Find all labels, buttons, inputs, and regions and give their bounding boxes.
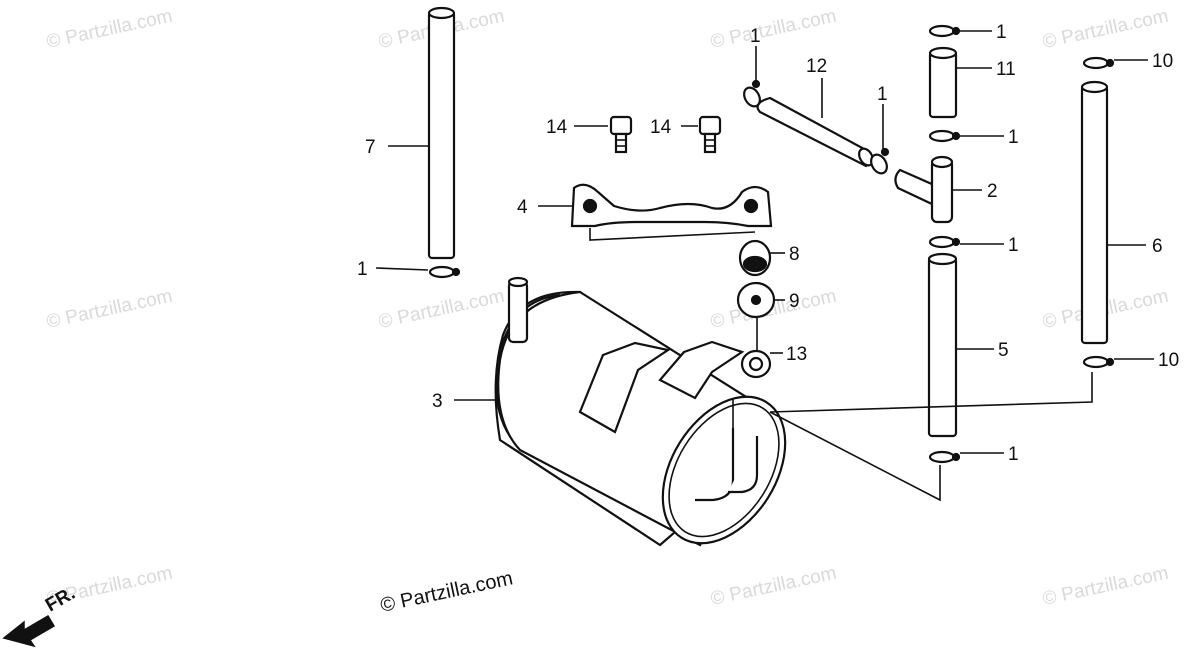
callout-9: 9 <box>789 291 800 312</box>
callout-8: 8 <box>789 244 800 265</box>
callout-12: 12 <box>806 56 827 77</box>
part-joint-2 <box>894 155 954 224</box>
callout-13: 13 <box>786 344 807 365</box>
part-clip <box>928 450 961 464</box>
watermark: © Partzilla.com <box>377 286 507 333</box>
part-rubber-9 <box>736 281 776 319</box>
callout-1: 1 <box>877 84 888 105</box>
watermark: © Partzilla.com <box>709 6 839 53</box>
routing-lines <box>769 372 1093 502</box>
part-clip <box>870 147 890 175</box>
callout-1: 1 <box>1008 235 1019 256</box>
callout-14: 14 <box>546 117 568 138</box>
part-tube-6 <box>1080 80 1109 345</box>
part-bolt-14b <box>698 115 722 154</box>
callout-10: 10 <box>1152 51 1173 72</box>
part-tube-7 <box>427 6 456 260</box>
front-direction-arrow: FR. <box>2 583 79 648</box>
watermark: © Partzilla.com <box>45 286 175 333</box>
callout-3: 3 <box>432 391 443 412</box>
part-clip <box>428 265 461 279</box>
part-clip <box>1082 56 1115 70</box>
part-clip <box>928 235 961 249</box>
part-rubber-8 <box>738 239 772 277</box>
part-bolt-14a <box>609 115 633 154</box>
watermark: © Partzilla.com <box>45 6 175 53</box>
callout-14: 14 <box>650 117 672 138</box>
part-clip <box>1082 355 1115 369</box>
part-tube-11 <box>928 46 958 119</box>
part-tube-12 <box>756 96 874 168</box>
watermark: © Partzilla.com <box>1041 563 1171 610</box>
callout-4: 4 <box>517 197 528 218</box>
callout-6: 6 <box>1152 236 1163 257</box>
watermark: © Partzilla.com <box>1041 6 1171 53</box>
callout-11: 11 <box>996 59 1016 80</box>
part-clip <box>928 24 961 38</box>
watermark-layer: © Partzilla.com © Partzilla.com © Partzi… <box>45 6 1171 610</box>
part-canister-3 <box>494 276 787 547</box>
part-clip <box>743 79 761 108</box>
leader-lines <box>375 30 1154 454</box>
part-tube-5 <box>927 252 958 438</box>
part-bracket-4 <box>570 183 773 241</box>
part-collar-13 <box>740 318 772 379</box>
callout-1: 1 <box>1008 127 1019 148</box>
callout-labels: 7 1 14 14 4 8 9 13 3 1 12 1 1 11 1 2 1 5… <box>357 22 1179 465</box>
callout-2: 2 <box>987 181 998 202</box>
callout-7: 7 <box>365 137 376 158</box>
main-watermark: © Partzilla.com <box>378 567 514 617</box>
callout-1: 1 <box>750 26 761 47</box>
part-clip <box>928 129 961 143</box>
watermark: © Partzilla.com <box>709 563 839 610</box>
callout-5: 5 <box>998 340 1009 361</box>
callout-1: 1 <box>357 259 368 280</box>
callout-1: 1 <box>996 22 1007 43</box>
callout-10: 10 <box>1158 350 1179 371</box>
callout-1: 1 <box>1008 444 1019 465</box>
